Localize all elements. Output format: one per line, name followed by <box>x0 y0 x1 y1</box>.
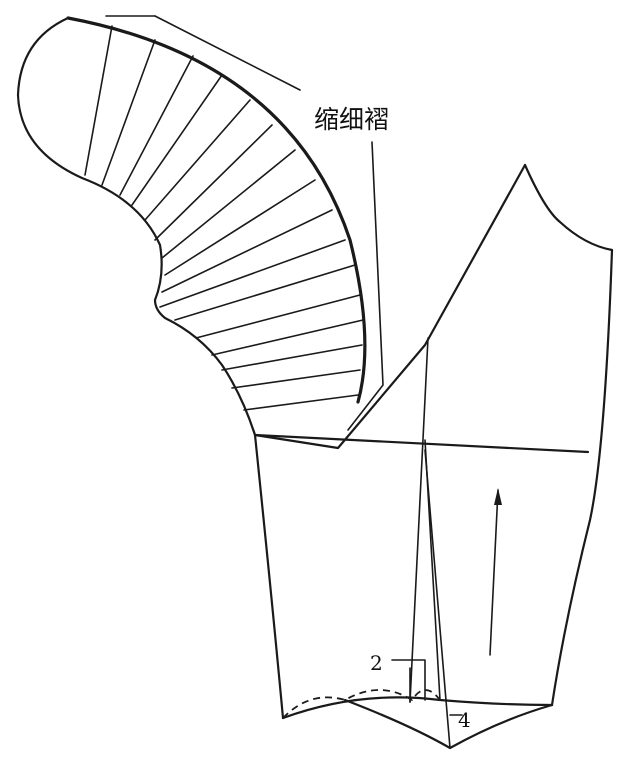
grain-arrow-up-icon <box>494 488 502 505</box>
bicep-line <box>253 433 590 454</box>
hem-dashed-curve <box>282 689 441 719</box>
gather-slash-lines <box>84 25 364 411</box>
measure-label-4: 4 <box>458 708 471 732</box>
slash-line <box>101 39 156 186</box>
sleeve-right-cap <box>523 163 614 252</box>
slash-line <box>195 294 361 339</box>
slash-line <box>211 319 364 356</box>
slash-line <box>161 149 296 259</box>
slash-line <box>174 264 356 321</box>
leader-line-top <box>154 15 301 91</box>
sleeve-left-seam <box>253 433 285 720</box>
slash-line <box>221 344 363 371</box>
slash-line <box>243 394 359 411</box>
leader-line-down <box>347 141 384 431</box>
slash-line <box>159 239 346 308</box>
measure-label-2: 2 <box>370 651 383 675</box>
slash-line <box>131 74 223 206</box>
sleeve-cap-piece-outline <box>16 16 257 437</box>
measure-bracket-2 <box>391 659 426 701</box>
sleeve-hem-point <box>343 698 554 750</box>
grain-line <box>489 489 499 656</box>
sleeve-left-cap-edge <box>253 163 527 450</box>
slash-line <box>84 25 113 176</box>
slash-line <box>154 124 273 241</box>
sleeve-hem-curve <box>281 696 554 720</box>
slash-line <box>161 209 333 293</box>
slash-line <box>164 179 316 276</box>
pleat-annotation-label: 缩细褶 <box>314 105 389 134</box>
slash-line <box>119 55 194 196</box>
center-line <box>409 337 429 703</box>
sleeve-right-seam <box>550 248 614 707</box>
slash-line <box>231 369 361 389</box>
center-line <box>424 449 451 749</box>
slash-line <box>144 99 251 221</box>
sleeve-cap-outer-curve <box>66 16 367 404</box>
